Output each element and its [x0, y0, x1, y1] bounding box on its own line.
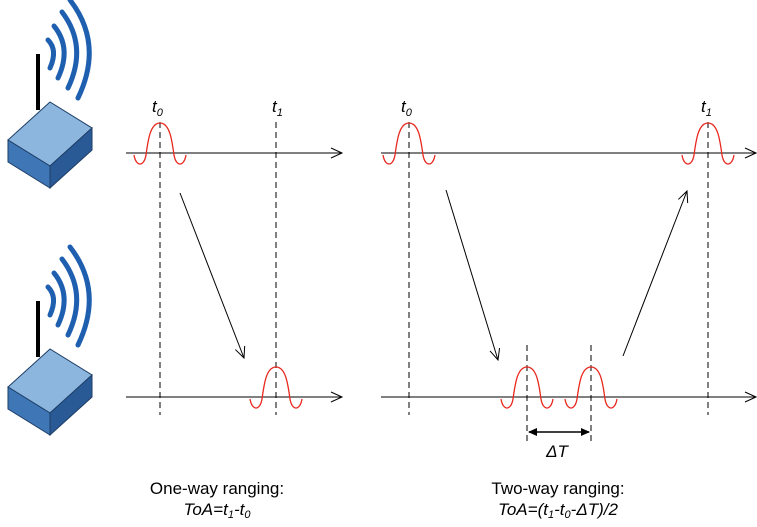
- propagation-arrow: [179, 192, 246, 360]
- one-way-panel: t0 t1 One-way ranging: ToA=t1-t0: [126, 97, 344, 521]
- rx-pulse: [500, 366, 554, 409]
- t1-label: t1: [272, 97, 283, 119]
- two-way-formula: ToA=(t1-t0-ΔT)/2: [498, 500, 618, 521]
- one-way-caption-title: One-way ranging:: [150, 479, 284, 498]
- rx-pulse: [249, 366, 303, 409]
- reply-pulse: [564, 366, 618, 409]
- two-way-panel: ΔT t0 t1 Two-way ranging: ToA=(t1-t0-ΔT)…: [381, 97, 757, 521]
- signal-waves-icon: [45, 0, 92, 101]
- tx-pulse: [382, 122, 436, 165]
- return-propagation-arrow: [622, 189, 689, 357]
- tx-pulse: [133, 122, 187, 165]
- receiver-device-icon: [7, 244, 93, 437]
- t0-label: t0: [401, 97, 413, 119]
- signal-waves-icon: [45, 244, 92, 348]
- echo-pulse: [681, 122, 735, 165]
- forward-propagation-arrow: [445, 189, 501, 362]
- transmitter-device-icon: [7, 0, 93, 190]
- two-way-caption-title: Two-way ranging:: [491, 479, 624, 498]
- delta-t-label: ΔT: [545, 442, 569, 461]
- one-way-formula: ToA=t1-t0: [184, 500, 252, 521]
- t1-label: t1: [701, 97, 712, 119]
- t0-label: t0: [152, 97, 164, 119]
